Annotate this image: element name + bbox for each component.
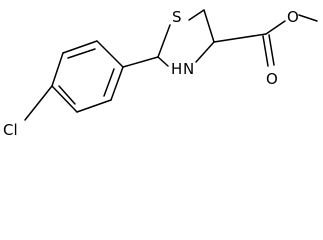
chlorophenyl-ring	[24, 40, 159, 121]
carbonyl-oxygen-label: O	[266, 70, 278, 88]
bond-s-ch2	[188, 9, 205, 21]
bond-aryl-1	[110, 66, 124, 101]
bond-aryl-3	[51, 85, 78, 113]
bond-n-c2	[157, 56, 169, 67]
bond-aryl-4	[51, 52, 64, 87]
bond-c2-s	[157, 24, 171, 58]
bond-aryl-2	[76, 99, 112, 113]
methyl-ester-group	[213, 14, 318, 67]
chemical-structure: S H N O O Cl	[3, 8, 318, 139]
bond-ester-o-methyl	[298, 14, 318, 22]
bond-c4-carbonyl	[213, 33, 267, 43]
bond-aryl-chlorine	[24, 85, 53, 121]
bond-carbonyl-double-b	[268, 34, 275, 66]
bond-c2-aryl	[122, 56, 159, 68]
ester-oxygen-label: O	[287, 8, 299, 26]
bond-carbonyl-ester-o	[265, 20, 286, 35]
bond-c4-n	[195, 41, 215, 63]
bond-aryl-inner-2	[58, 85, 76, 105]
sulfur-label: S	[172, 8, 182, 26]
bond-aryl-inner-1	[103, 68, 115, 97]
thiazolidine-ring	[157, 9, 215, 67]
bond-carbonyl-double-a	[262, 35, 269, 67]
bond-aryl-6	[96, 40, 124, 68]
nitrogen-h-label: H	[171, 60, 182, 78]
bond-ch2-c4	[203, 9, 215, 43]
nitrogen-label: N	[183, 60, 194, 78]
chlorine-label: Cl	[3, 121, 18, 139]
bond-aryl-5	[62, 40, 98, 54]
bond-aryl-inner-3	[67, 48, 96, 59]
